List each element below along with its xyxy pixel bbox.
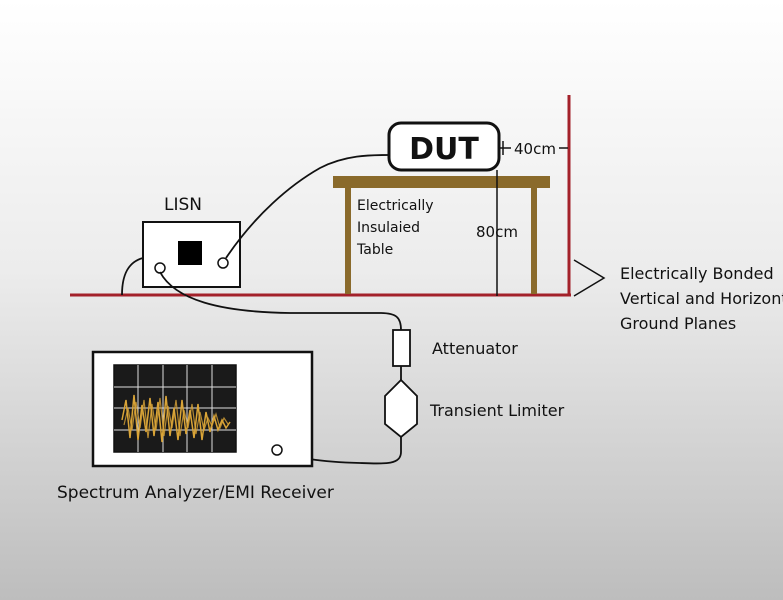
ground-plane-callout	[573, 259, 606, 297]
lisn-port-left	[154, 262, 166, 274]
ground-label-line2: Vertical and Horizontal	[620, 289, 783, 308]
table-label-line3: Table	[356, 242, 393, 258]
attenuator-box	[392, 329, 411, 367]
table-label-line2: Insulaied	[357, 220, 420, 236]
dut-box	[387, 121, 501, 172]
screen-signal-trace-1	[121, 394, 231, 443]
transient-limiter-shape	[384, 378, 418, 439]
screen-signal-trace-2	[123, 397, 229, 439]
cable-lisn-to-attenuator	[159, 271, 402, 331]
attenuator-label: Attenuator	[432, 339, 518, 358]
table-label-line1: Electrically	[357, 198, 434, 214]
cable-lisn-to-dut	[225, 154, 390, 259]
ground-label-line3: Ground Planes	[620, 314, 736, 333]
insulated-table	[333, 176, 550, 294]
ground-label-line1: Electrically Bonded	[620, 264, 774, 283]
lisn-label: LISN	[164, 195, 202, 215]
lisn-block	[178, 241, 202, 265]
dim-80-label: 80cm	[476, 223, 518, 241]
dim-40-label: 40cm	[514, 140, 556, 158]
limiter-label: Transient Limiter	[429, 401, 565, 420]
cable-lisn-ground	[121, 257, 144, 296]
analyzer-label: Spectrum Analyzer/EMI Receiver	[57, 483, 334, 503]
analyzer-input-port	[271, 444, 283, 456]
lisn-port-right	[217, 257, 229, 269]
dut-label: DUT	[409, 132, 479, 167]
